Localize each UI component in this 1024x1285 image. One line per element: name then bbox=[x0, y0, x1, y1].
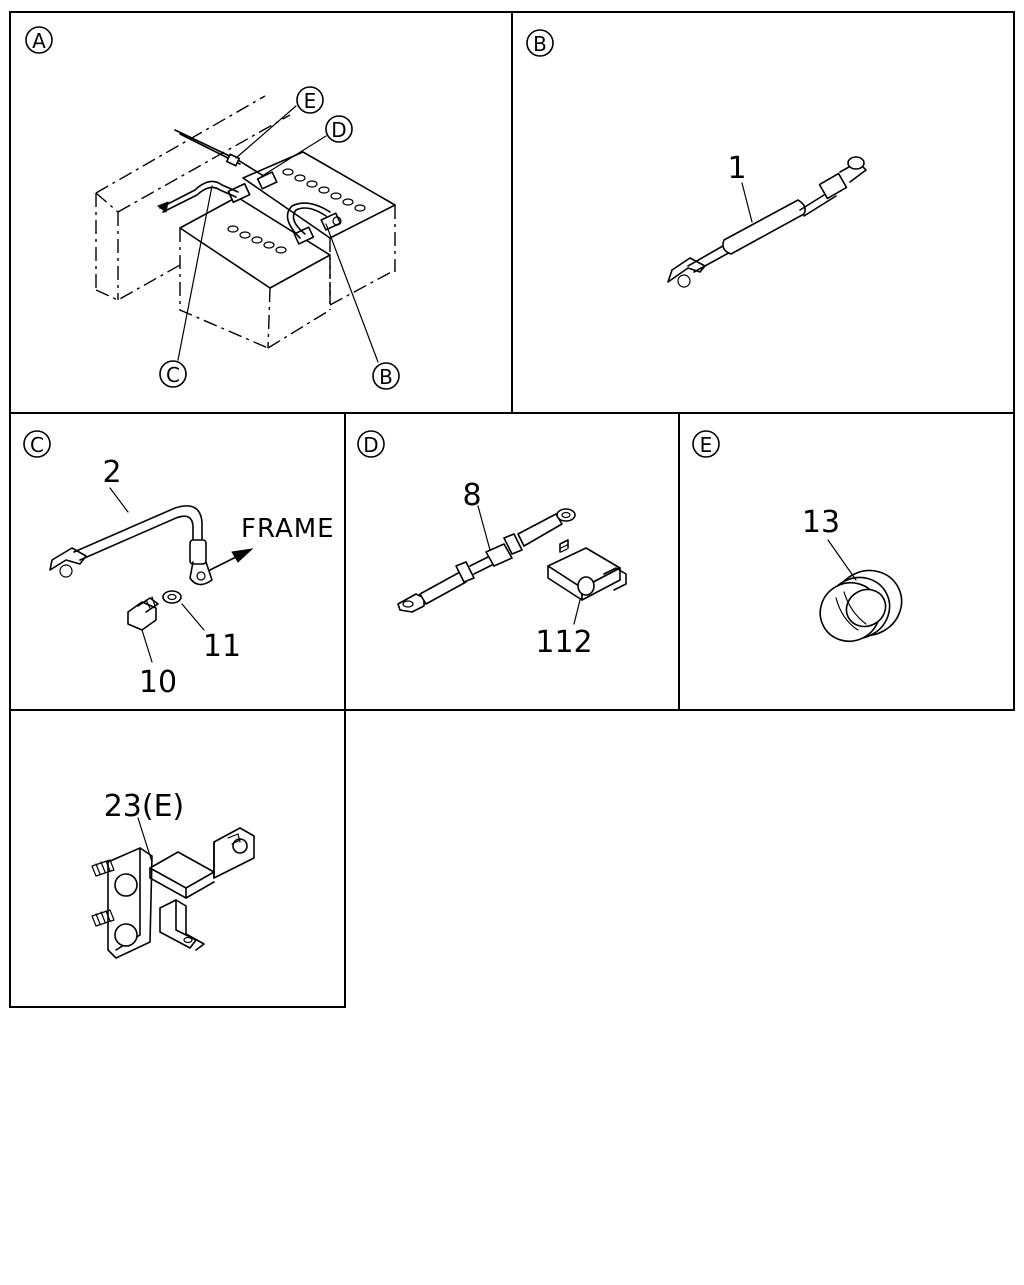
callout-c: C bbox=[159, 360, 187, 388]
battery-terminals bbox=[227, 171, 342, 245]
part-23-label: 23(E) bbox=[104, 789, 185, 824]
panel-d: D 8 112 bbox=[357, 430, 627, 660]
frame-arrow bbox=[209, 548, 254, 571]
panel-e-badge-label: E bbox=[700, 433, 713, 457]
part-8-leader bbox=[477, 505, 491, 551]
panel-f-frame bbox=[9, 709, 346, 1008]
frame-label: FRAME bbox=[241, 514, 335, 544]
battery-right bbox=[242, 151, 396, 290]
callout-b-label: B bbox=[379, 365, 393, 389]
panel-b-frame bbox=[511, 11, 1015, 414]
part-11-label: 11 bbox=[203, 629, 241, 664]
panel-b-badge: B bbox=[526, 29, 554, 57]
bracket-23-drawing bbox=[91, 827, 255, 959]
grommet-13-drawing bbox=[819, 569, 903, 643]
cable-2-drawing bbox=[49, 505, 213, 586]
callout-b: B bbox=[372, 362, 400, 390]
part-11-leader bbox=[181, 603, 205, 631]
panel-c-frame bbox=[9, 412, 346, 711]
panel-a-badge-label: A bbox=[32, 29, 46, 53]
panel-c: C FRAME 2 11 10 bbox=[23, 430, 335, 700]
part-10-leader bbox=[141, 629, 153, 663]
panel-e-frame bbox=[678, 412, 1015, 711]
panel-a: A bbox=[25, 26, 400, 390]
part-10-label: 10 bbox=[139, 665, 177, 700]
cable-8-drawing bbox=[397, 508, 576, 613]
panel-b-badge-label: B bbox=[533, 32, 547, 56]
part-13-leader bbox=[827, 539, 857, 581]
terminal-112-drawing bbox=[547, 539, 627, 601]
part-13-label: 13 bbox=[802, 505, 840, 540]
part-2-label: 2 bbox=[102, 455, 121, 490]
panel-f: 23(E) bbox=[91, 789, 255, 959]
panel-d-frame bbox=[344, 412, 680, 711]
battery-frame-outline bbox=[95, 95, 396, 306]
callout-e: E bbox=[296, 86, 324, 114]
part-8-label: 8 bbox=[462, 478, 481, 513]
panel-e: E 13 bbox=[692, 430, 903, 643]
panel-d-badge-label: D bbox=[363, 433, 378, 457]
panel-a-cables bbox=[156, 129, 331, 239]
washer-11-drawing bbox=[162, 590, 182, 604]
part-23-leader bbox=[137, 817, 153, 863]
callout-d-label: D bbox=[331, 118, 346, 142]
panel-a-badge: A bbox=[25, 26, 53, 54]
panel-e-badge: E bbox=[692, 430, 720, 458]
battery-left bbox=[179, 196, 331, 349]
panel-b: B 1 bbox=[526, 29, 867, 288]
callout-d: D bbox=[325, 115, 353, 143]
panel-d-badge: D bbox=[357, 430, 385, 458]
panel-a-leaders bbox=[177, 105, 379, 363]
part-1-leader bbox=[741, 182, 753, 223]
part-1-label: 1 bbox=[727, 151, 746, 186]
part-112-leader bbox=[573, 599, 581, 625]
part-2-leader bbox=[109, 487, 129, 513]
panel-c-badge: C bbox=[23, 430, 51, 458]
callout-c-label: C bbox=[166, 363, 180, 387]
panel-c-badge-label: C bbox=[30, 433, 44, 457]
cable-1-drawing bbox=[667, 156, 867, 288]
part-112-label: 112 bbox=[535, 625, 592, 660]
callout-e-label: E bbox=[304, 89, 317, 113]
bolt-10-drawing bbox=[127, 596, 159, 631]
